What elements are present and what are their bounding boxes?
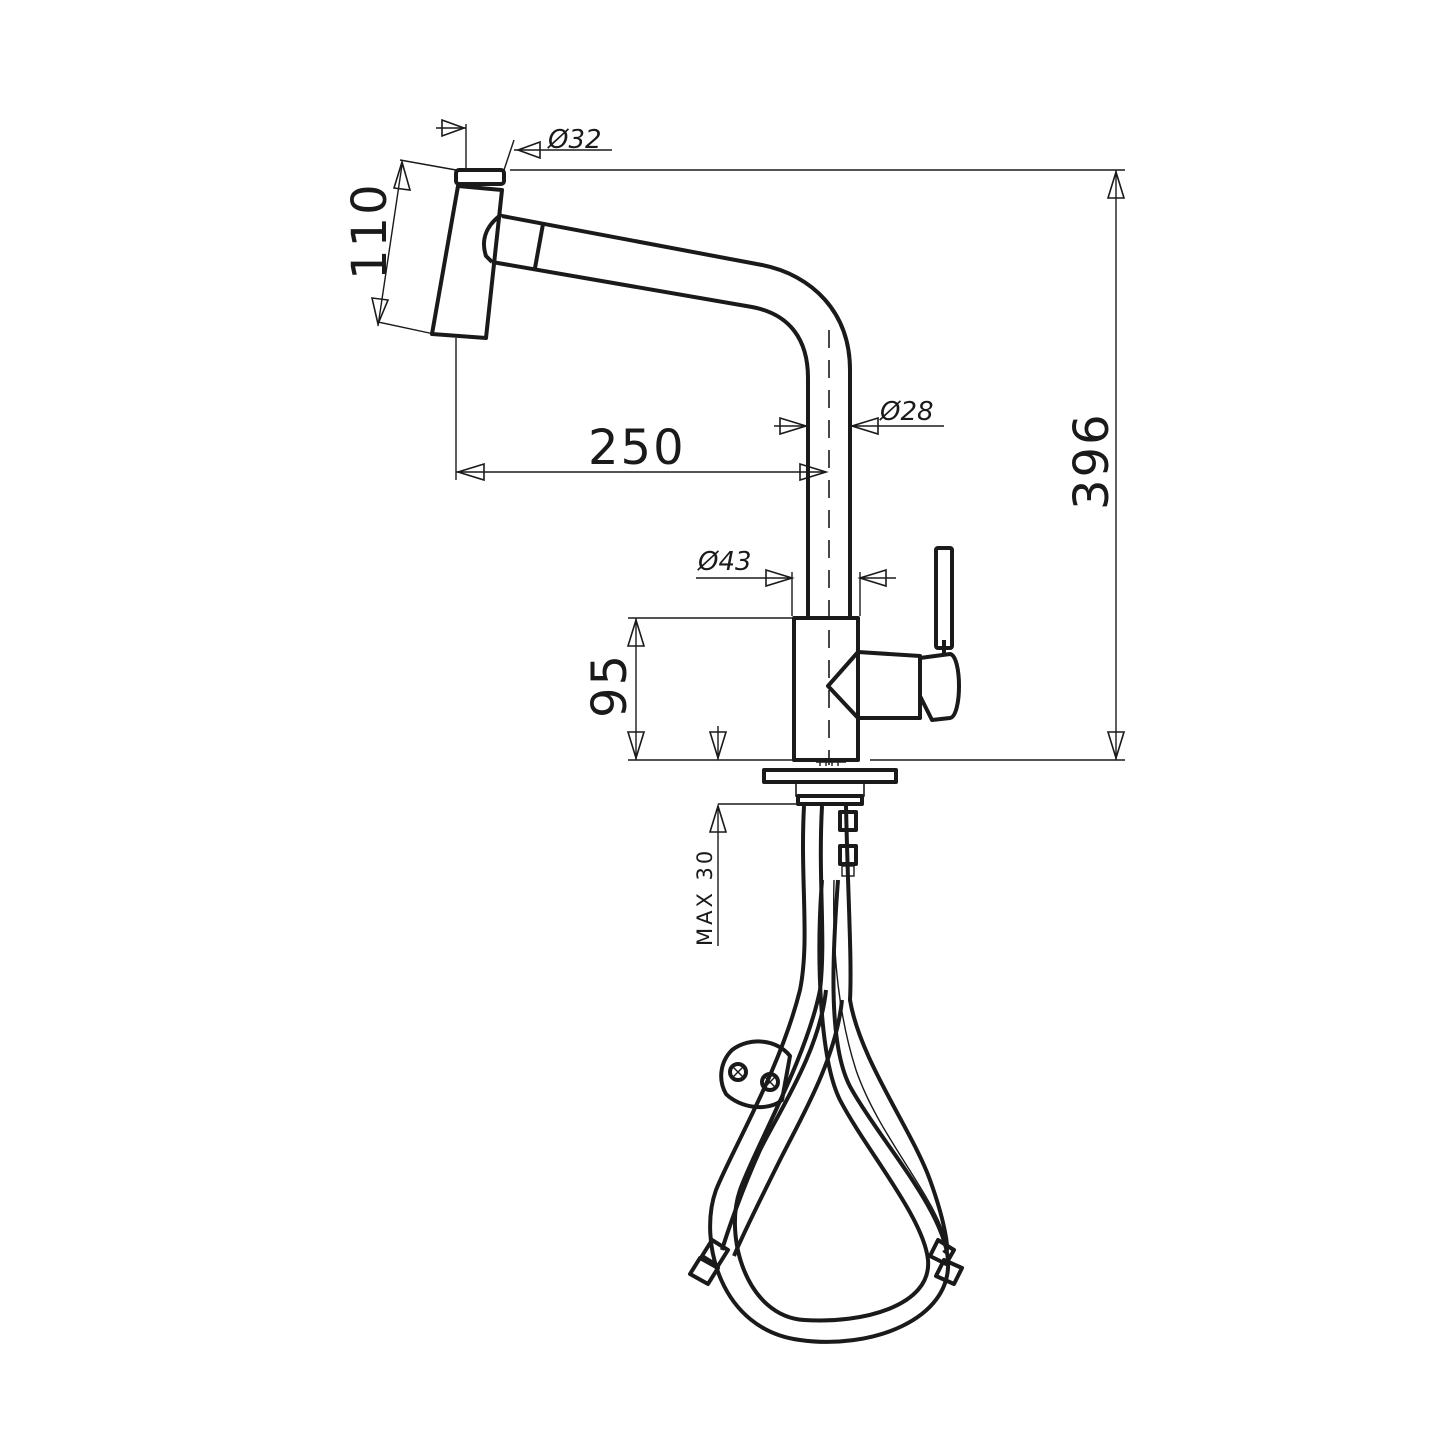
dim-reach-label: 250 [588, 420, 686, 476]
dim-reach: 250 [455, 338, 829, 482]
hose-clamp [719, 1039, 792, 1110]
dim-base-diameter: Ø43 [696, 547, 896, 616]
dim-spout-diameter: Ø32 [436, 118, 612, 171]
dim-base-height-label: 95 [582, 653, 638, 718]
dim-base-diameter-label: Ø43 [697, 547, 752, 577]
mounting-plate [762, 758, 898, 806]
dim-spout-diameter-label: Ø32 [547, 125, 602, 155]
dim-spout-height-label: 110 [342, 182, 398, 280]
hose-connector-left [688, 1238, 730, 1286]
dim-base-height: 95 [582, 617, 794, 761]
dim-max-deck-label: MAX 30 [693, 848, 717, 946]
dim-total-height-label: 396 [1064, 412, 1120, 510]
faucet-spout-head [430, 168, 506, 340]
dim-total-height: 396 [510, 169, 1126, 761]
dim-max-deck: MAX 30 [693, 726, 796, 946]
dim-spout-height: 110 [342, 159, 457, 335]
faucet-spout-arm [491, 214, 852, 620]
dim-column-diameter: Ø28 [774, 397, 944, 436]
dim-column-diameter-label: Ø28 [879, 397, 934, 427]
hose-connector-right [928, 1238, 964, 1286]
supply-hoses [708, 805, 951, 1344]
faucet-lever-handle [934, 546, 954, 656]
